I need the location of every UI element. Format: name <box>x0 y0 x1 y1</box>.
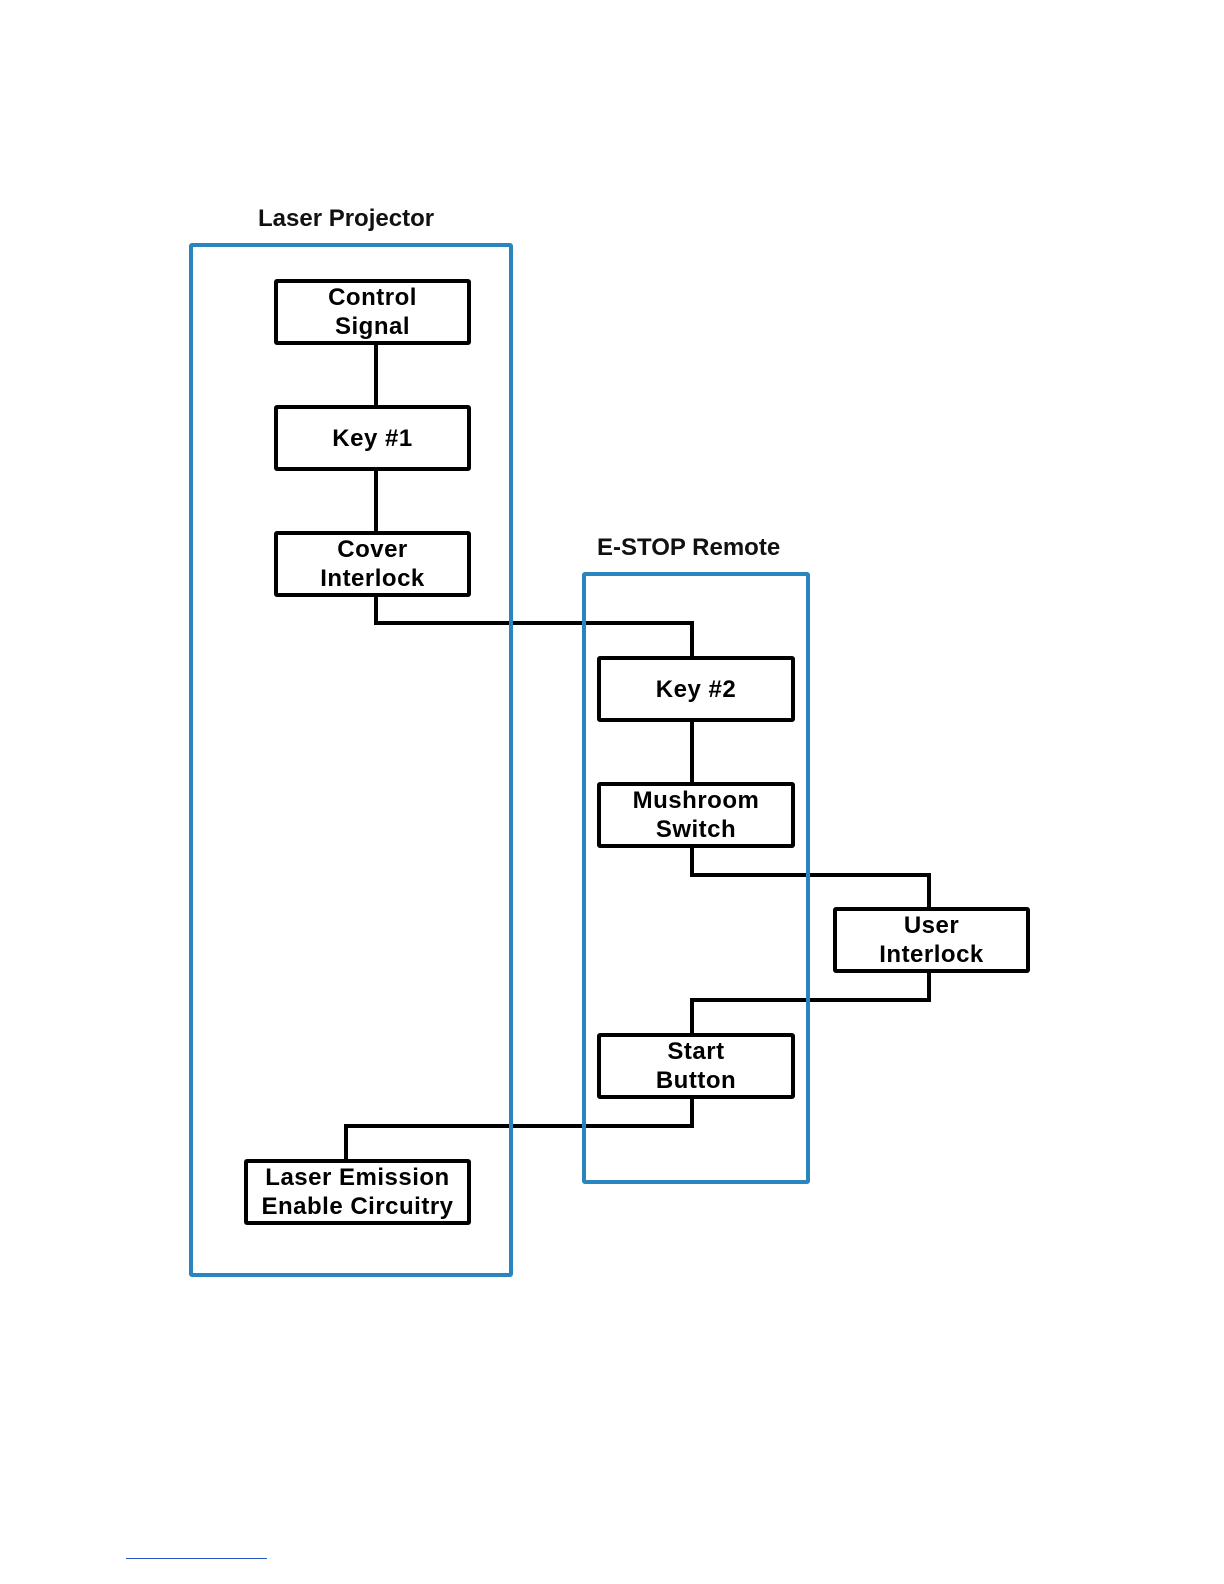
laser-emission-node: Laser Emission Enable Circuitry <box>244 1159 471 1225</box>
footnote-rule <box>126 1558 267 1559</box>
estop-remote-label: E-STOP Remote <box>597 534 780 562</box>
laser-projector-group <box>189 243 513 1277</box>
mushroom-switch-node: Mushroom Switch <box>597 782 795 848</box>
user-interlock-node: User Interlock <box>833 907 1030 973</box>
start-button-node: Start Button <box>597 1033 795 1099</box>
key1-node: Key #1 <box>274 405 471 471</box>
cover-interlock-node: Cover Interlock <box>274 531 471 597</box>
control-signal-node: Control Signal <box>274 279 471 345</box>
key2-node: Key #2 <box>597 656 795 722</box>
laser-projector-label: Laser Projector <box>258 205 434 233</box>
